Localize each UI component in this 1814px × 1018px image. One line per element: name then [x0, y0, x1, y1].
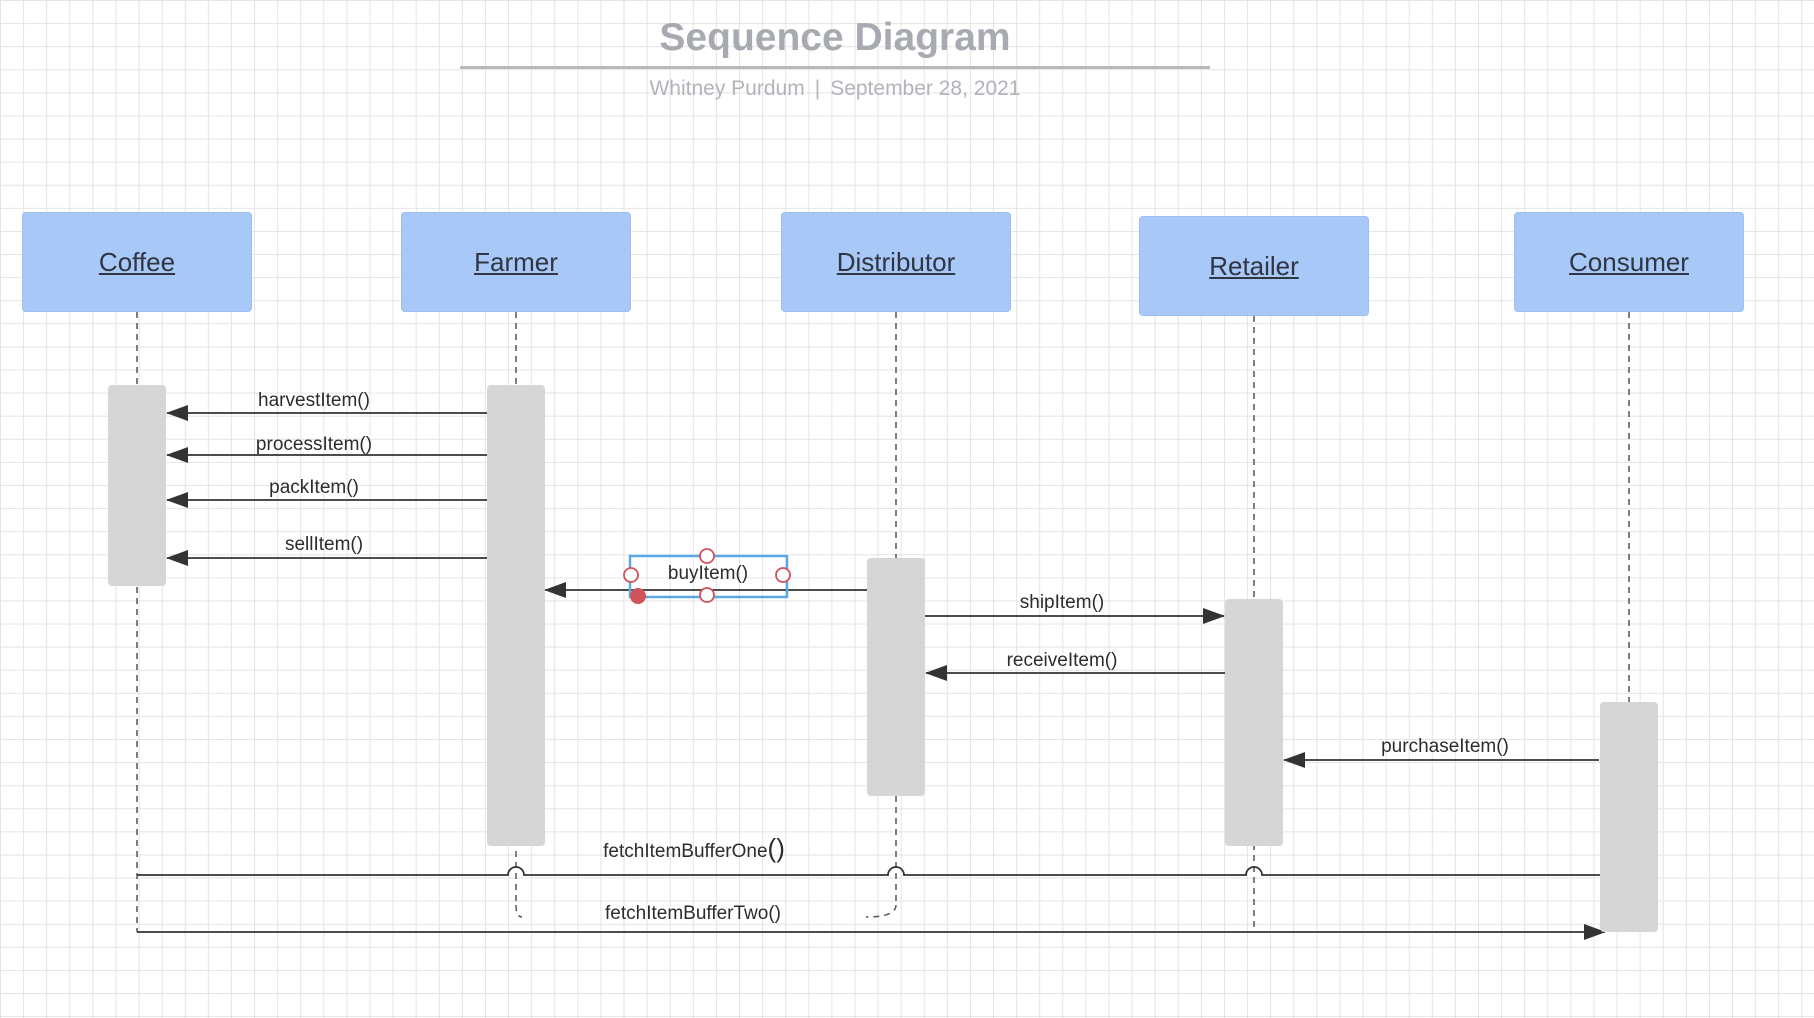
diagram-title: Sequence Diagram [659, 16, 1011, 59]
msg-pack-label[interactable]: packItem() [269, 477, 359, 498]
lifeline-farmer-hook [515, 904, 523, 918]
msg-fetch-one-parens: () [767, 833, 785, 863]
msg-process-label[interactable]: processItem() [255, 434, 373, 455]
actor-distributor[interactable]: Distributor [781, 212, 1011, 312]
activation-retailer[interactable] [1225, 599, 1283, 846]
selection-box[interactable] [623, 548, 791, 604]
lifeline-distributor-hook [865, 904, 897, 918]
author-label: Whitney Purdum [649, 77, 805, 100]
arrow-fetch-one[interactable] [137, 866, 1629, 883]
actor-coffee[interactable]: Coffee [22, 212, 252, 312]
activation-coffee[interactable] [108, 385, 166, 586]
anchor-handle[interactable] [630, 588, 646, 604]
title-divider [460, 66, 1210, 69]
msg-receive-label[interactable]: receiveItem() [1006, 650, 1118, 671]
activation-distributor[interactable] [867, 558, 925, 796]
msg-fetch-two-label[interactable]: fetchItemBufferTwo() [605, 903, 781, 924]
msg-ship-label[interactable]: shipItem() [1019, 592, 1105, 613]
resize-handle-left[interactable] [623, 567, 639, 583]
resize-handle-top[interactable] [699, 548, 715, 564]
date-label: September 28, 2021 [830, 77, 1021, 100]
subtitle-separator: | [814, 77, 821, 100]
activation-consumer[interactable] [1600, 702, 1658, 932]
msg-harvest-label[interactable]: harvestItem() [258, 390, 370, 411]
msg-sell-label[interactable]: sellItem() [284, 534, 364, 555]
resize-handle-right[interactable] [775, 567, 791, 583]
msg-purchase-label[interactable]: purchaseItem() [1381, 736, 1509, 757]
resize-handle-bottom[interactable] [699, 587, 715, 603]
actor-farmer[interactable]: Farmer [401, 212, 631, 312]
diagram-subtitle: Whitney Purdum | September 28, 2021 [460, 77, 1210, 101]
actor-retailer[interactable]: Retailer [1139, 216, 1369, 316]
activation-farmer[interactable] [487, 385, 545, 846]
msg-fetch-one-text: fetchItemBufferOne [603, 841, 768, 862]
msg-fetch-one-label[interactable]: fetchItemBufferOne() [603, 833, 785, 864]
actor-consumer[interactable]: Consumer [1514, 212, 1744, 312]
msg-buy-label[interactable]: buyItem() [667, 563, 749, 584]
